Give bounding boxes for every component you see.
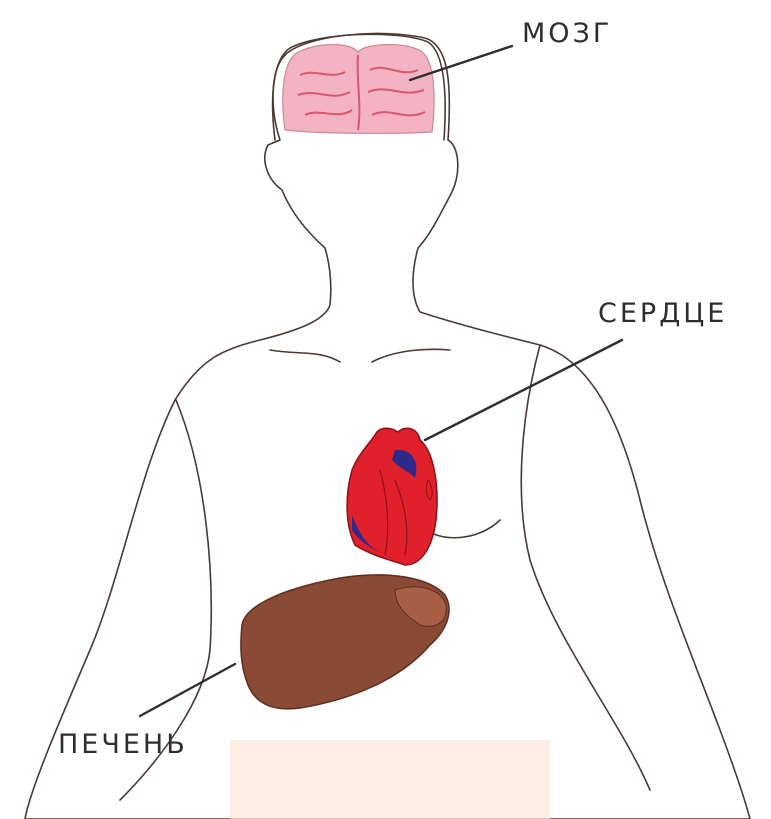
liver-label: ПЕЧЕНЬ bbox=[58, 729, 188, 760]
heart-shape bbox=[347, 428, 437, 565]
collarbone bbox=[270, 349, 450, 362]
human-body bbox=[25, 33, 750, 819]
heart-leader-line bbox=[425, 340, 622, 440]
body-silhouette bbox=[25, 33, 750, 819]
brain bbox=[273, 34, 446, 140]
brain-label: МОЗГ bbox=[522, 18, 612, 49]
liver bbox=[241, 575, 449, 709]
liver-leader-line bbox=[140, 664, 235, 716]
lower-fade bbox=[230, 740, 550, 819]
heart bbox=[347, 428, 437, 565]
right-arm-line bbox=[521, 345, 650, 790]
heart-label: СЕРДЦЕ bbox=[598, 298, 727, 329]
